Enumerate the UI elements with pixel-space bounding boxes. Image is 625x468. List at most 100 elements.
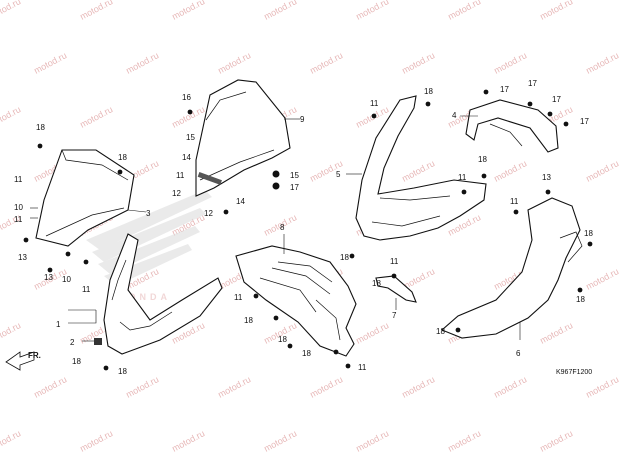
bolt-symbol: [481, 173, 487, 179]
front-direction-arrow: FR.: [5, 351, 41, 371]
callout-18: 18: [340, 253, 349, 262]
watermark-text: motod.ru: [170, 104, 206, 130]
bolt-symbol: [545, 189, 551, 195]
leader-lines: [30, 115, 521, 342]
callout-18: 18: [278, 335, 287, 344]
bolt-symbol: [287, 343, 293, 349]
callout-1: 1: [56, 320, 61, 329]
callout-15: 15: [186, 133, 195, 142]
fastener-symbols: [23, 89, 593, 371]
bolt-symbol: [187, 109, 193, 115]
callout-13: 13: [542, 173, 551, 182]
watermark-text: motod.ru: [0, 0, 22, 22]
callout-11: 11: [176, 171, 185, 180]
callout-12: 12: [172, 189, 181, 198]
bolt-symbol: [65, 251, 71, 257]
callout-11: 11: [82, 285, 91, 294]
part-7-small-bracket: [375, 275, 417, 303]
watermark-text: motod.ru: [584, 50, 620, 76]
watermark-text: motod.ru: [78, 0, 114, 22]
callout-6: 6: [516, 349, 521, 358]
bolt-symbol: [23, 237, 29, 243]
callout-17: 17: [580, 117, 589, 126]
bolt-symbol: [83, 259, 89, 265]
callout-14: 14: [236, 197, 245, 206]
callout-4: 4: [452, 111, 457, 120]
watermark-text: motod.ru: [32, 374, 68, 400]
watermark-text: motod.ru: [354, 428, 390, 454]
bolt-symbol: [345, 363, 351, 369]
callout-15: 15: [290, 171, 299, 180]
callout-12: 12: [204, 209, 213, 218]
callout-16: 16: [182, 93, 191, 102]
callout-5: 5: [336, 170, 341, 179]
bolt-symbol: [273, 315, 279, 321]
part-9-windscreen: [195, 79, 291, 197]
callout-18: 18: [118, 367, 127, 376]
callout-13: 13: [44, 273, 53, 282]
bolt-symbol: [577, 287, 583, 293]
bolt-symbol: [391, 273, 397, 279]
callout-10: 10: [14, 203, 23, 212]
watermark-text: motod.ru: [170, 0, 206, 22]
drawing-code: K967F1200: [556, 369, 592, 376]
bolt-symbol: [333, 349, 339, 355]
watermark-text: motod.ru: [262, 0, 298, 22]
bolt-symbol: [527, 101, 533, 107]
watermark-text: motod.ru: [446, 0, 482, 22]
watermark-text: motod.ru: [308, 50, 344, 76]
bolt-symbol: [455, 327, 461, 333]
watermark-text: motod.ru: [124, 374, 160, 400]
callout-9: 9: [300, 115, 305, 124]
watermark-text: motod.ru: [78, 428, 114, 454]
callout-11: 11: [510, 197, 519, 206]
clip-symbol: [94, 338, 102, 345]
watermark-text: motod.ru: [538, 428, 574, 454]
honda-logo-word: HONDA: [118, 292, 171, 302]
watermark-text: motod.ru: [492, 50, 528, 76]
callout-17: 17: [528, 79, 537, 88]
callout-8: 8: [280, 223, 285, 232]
bolt-symbol: [103, 365, 109, 371]
watermark-text: motod.ru: [262, 428, 298, 454]
watermark-text: motod.ru: [584, 266, 620, 292]
callout-11: 11: [358, 363, 367, 372]
bolt-symbol: [513, 209, 519, 215]
callout-18: 18: [244, 316, 253, 325]
callout-10: 10: [62, 275, 71, 284]
watermark-text: motod.ru: [492, 374, 528, 400]
watermark-text: motod.ru: [400, 50, 436, 76]
bolt-symbol: [483, 89, 489, 95]
part-5-upper-frame: [355, 95, 487, 241]
direction-label: FR.: [28, 351, 41, 360]
watermark-text: motod.ru: [170, 428, 206, 454]
watermark-text: motod.ru: [446, 428, 482, 454]
watermark-text: motod.ru: [78, 104, 114, 130]
callout-18: 18: [436, 327, 445, 336]
part-1-front-cowl: [103, 233, 223, 355]
bolt-symbol: [425, 101, 431, 107]
bolt-symbol: [349, 253, 355, 259]
callout-18: 18: [424, 87, 433, 96]
callout-7: 7: [392, 311, 397, 320]
washer-symbol: [272, 170, 280, 178]
watermark-text: motod.ru: [216, 50, 252, 76]
part-4-bracket: [465, 99, 559, 153]
watermark-text: motod.ru: [216, 374, 252, 400]
arrow-icon: [5, 351, 35, 371]
callout-18: 18: [372, 279, 381, 288]
callout-11: 11: [390, 257, 399, 266]
watermark-text: motod.ru: [538, 320, 574, 346]
callout-16: 17: [290, 183, 299, 192]
part-3-inner-screen: [35, 149, 135, 247]
callout-11: 11: [14, 175, 23, 184]
bolt-symbol: [461, 189, 467, 195]
watermark-text: motod.ru: [400, 374, 436, 400]
bolt-symbol: [37, 143, 43, 149]
watermark-text: motod.ru: [584, 158, 620, 184]
callout-18: 18: [584, 229, 593, 238]
watermark-text: motod.ru: [584, 374, 620, 400]
callout-14: 14: [182, 153, 191, 162]
